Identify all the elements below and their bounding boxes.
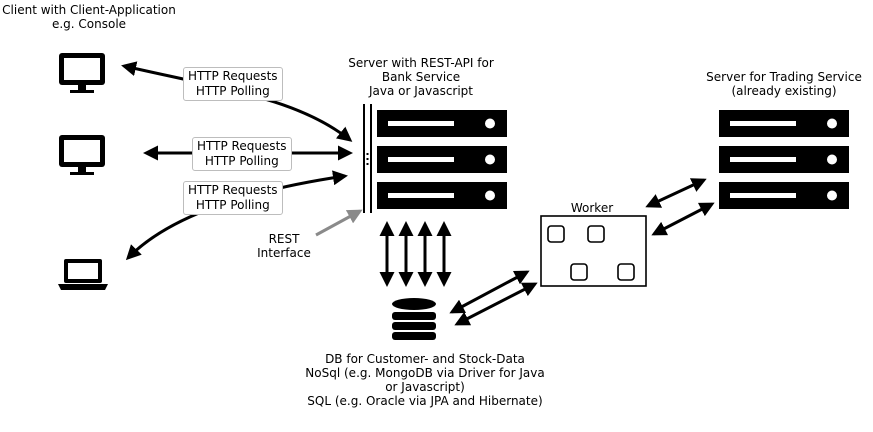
trading-server-line: Server for Trading Service — [706, 70, 862, 84]
monitor-icon — [59, 53, 105, 93]
rest-interface-line: REST — [268, 232, 300, 246]
db-worker-arrow-2 — [454, 282, 538, 326]
bank-server-label: Server with REST-API for Bank Service Ja… — [330, 56, 512, 98]
rest-interface-arrow — [315, 209, 363, 237]
worker-trading-arrow-1 — [645, 178, 707, 208]
request-label-line: HTTP Polling — [204, 154, 279, 168]
database-icon — [392, 298, 436, 340]
server-rack-icon — [377, 110, 507, 209]
monitor-icon — [59, 135, 105, 175]
bank-server-line: Bank Service — [381, 70, 461, 84]
database-line: or Javascript) — [385, 380, 465, 394]
trading-server-line: (already existing) — [731, 84, 837, 98]
bank-server-line: Server with REST-API for — [348, 56, 494, 70]
rest-interface-line: Interface — [257, 246, 311, 260]
worker-label: Worker — [570, 201, 614, 215]
request-label-3: HTTP Requests HTTP Polling — [183, 181, 283, 215]
request-label-line: HTTP Requests — [188, 69, 278, 83]
request-label-2: HTTP Requests HTTP Polling — [192, 137, 292, 171]
client-label: Client with Client-Application e.g. Cons… — [0, 3, 178, 31]
database-line: SQL (e.g. Oracle via JPA and Hibernate) — [307, 394, 543, 408]
request-label-line: HTTP Polling — [195, 198, 270, 212]
request-label-line: HTTP Polling — [195, 84, 270, 98]
worker-box — [540, 215, 647, 287]
trading-server-label: Server for Trading Service (already exis… — [694, 70, 873, 98]
worker-trading-arrow-2 — [651, 202, 715, 236]
rest-interface-bar — [363, 104, 372, 213]
db-connection-arrows — [379, 221, 452, 287]
request-label-line: HTTP Requests — [188, 183, 278, 197]
server-rack-icon — [719, 110, 849, 209]
client-title: Client with Client-Application — [2, 3, 176, 17]
request-label-line: HTTP Requests — [197, 139, 287, 153]
bank-server-line: Java or Javascript — [368, 84, 474, 98]
request-label-1: HTTP Requests HTTP Polling — [183, 67, 283, 101]
rest-interface-label: REST Interface — [248, 232, 320, 260]
laptop-icon — [58, 259, 108, 290]
client-subtitle: e.g. Console — [51, 17, 127, 31]
database-label: DB for Customer- and Stock-Data NoSql (e… — [280, 352, 570, 408]
database-line: NoSql (e.g. MongoDB via Driver for Java — [305, 366, 545, 380]
database-line: DB for Customer- and Stock-Data — [325, 352, 525, 366]
